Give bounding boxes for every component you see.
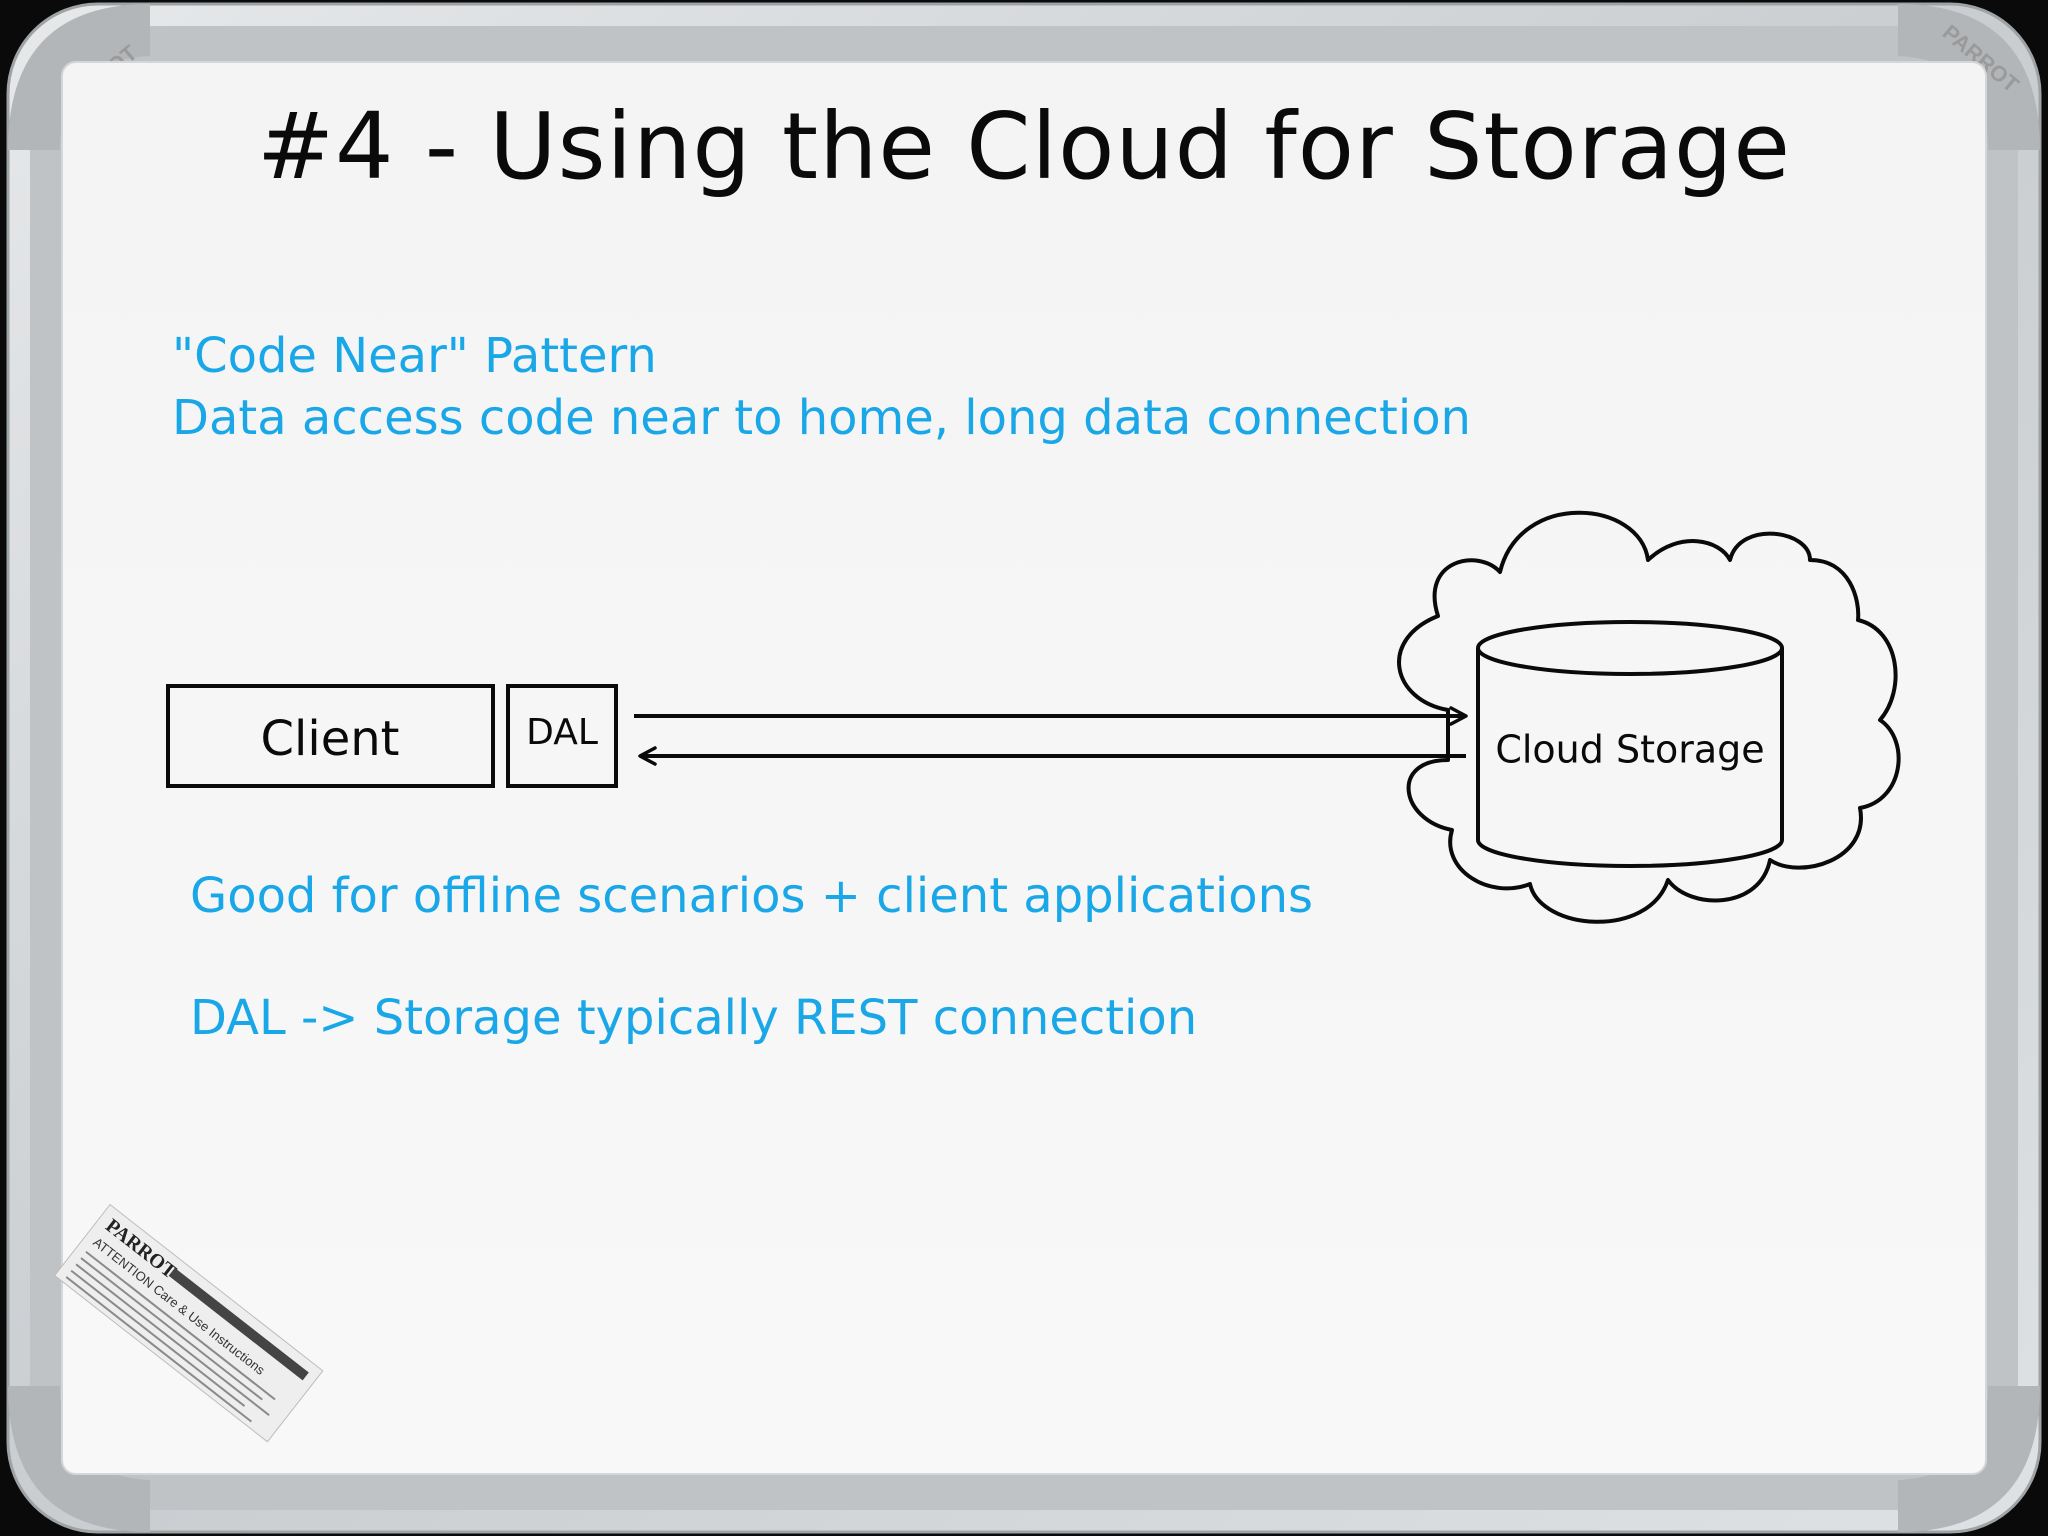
sticker-fine-print: [65, 1250, 276, 1423]
pattern-description: Data access code near to home, long data…: [172, 390, 1471, 446]
note-offline: Good for offline scenarios + client appl…: [190, 868, 1313, 924]
storage-cylinder: Cloud Storage: [1476, 620, 1784, 868]
client-label: Client: [261, 711, 400, 767]
client-box: Client: [166, 684, 495, 788]
dal-label: DAL: [526, 712, 598, 753]
dal-box: DAL: [506, 684, 618, 788]
board-title: #4 - Using the Cloud for Storage: [257, 93, 1791, 200]
note-rest: DAL -> Storage typically REST connection: [190, 990, 1197, 1046]
cloud-storage-label: Cloud Storage: [1495, 728, 1764, 772]
writing-surface: [61, 61, 1987, 1475]
pattern-name: "Code Near" Pattern: [172, 328, 657, 384]
cloud-shape: [1397, 510, 1901, 924]
